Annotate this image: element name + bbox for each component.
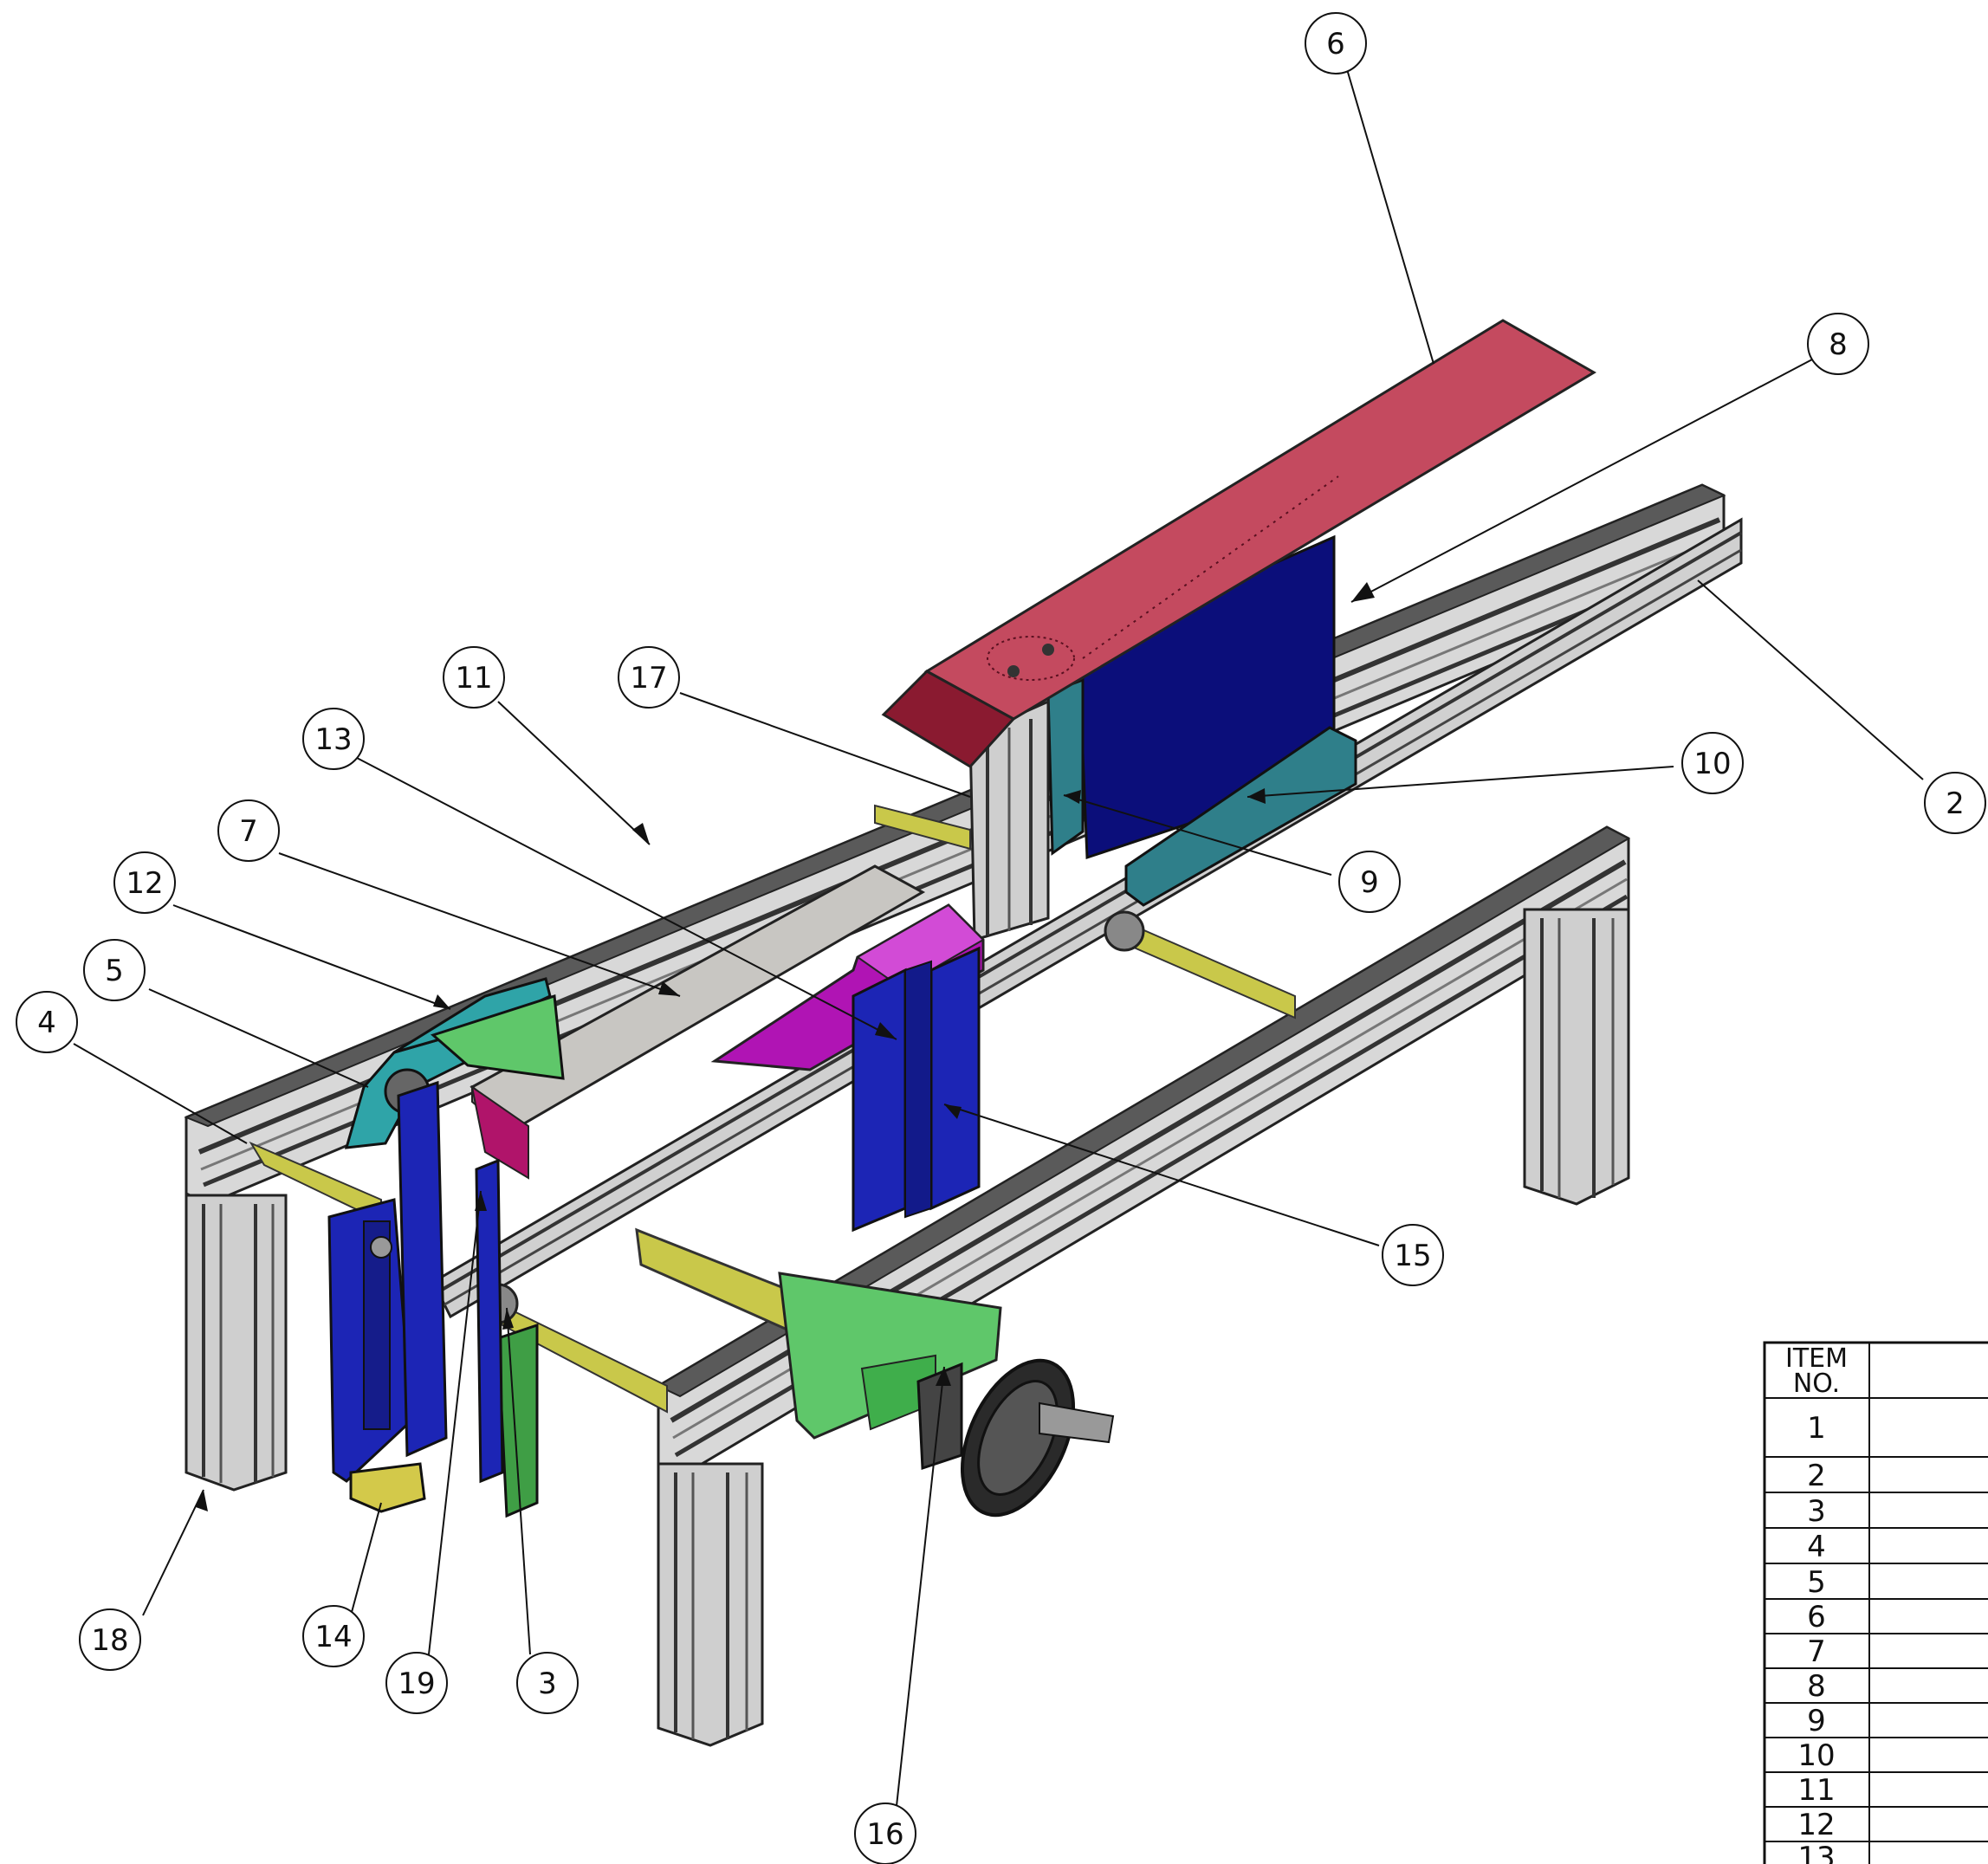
svg-text:5: 5	[105, 954, 124, 988]
vertical-bracket	[496, 1323, 539, 1518]
balloon-9: 9	[1338, 851, 1401, 913]
svg-text:16: 16	[866, 1817, 903, 1852]
bom-item-number: 4	[1807, 1530, 1826, 1564]
bom-header-no: NO.	[1793, 1369, 1840, 1399]
balloon-16: 16	[854, 1803, 916, 1864]
balloon-12: 12	[113, 851, 176, 914]
balloon-15: 15	[1382, 1224, 1444, 1286]
bom-header-item: ITEM	[1785, 1343, 1848, 1374]
bom-item-number: 2	[1807, 1459, 1826, 1493]
svg-text:7: 7	[239, 814, 258, 849]
bom-table: ITEM NO. 1 2 3 4 5 6 7 8 9 10 11 12 13	[1763, 1341, 1988, 1864]
magenta-block	[470, 903, 985, 1180]
clamp-lever	[344, 977, 565, 1149]
svg-text:15: 15	[1394, 1239, 1431, 1273]
balloon-18: 18	[79, 1608, 141, 1671]
balloon-17: 17	[618, 646, 680, 709]
bom-item-number: 8	[1807, 1669, 1826, 1704]
bom-item-number: 12	[1797, 1808, 1835, 1842]
svg-text:13: 13	[314, 722, 352, 757]
leader-arrowheads	[196, 582, 1375, 1511]
cover-plate	[881, 319, 1596, 768]
bom-item-number: 10	[1797, 1738, 1835, 1773]
balloon-3: 3	[516, 1652, 579, 1714]
svg-text:12: 12	[126, 866, 163, 901]
svg-text:8: 8	[1829, 327, 1848, 362]
svg-text:11: 11	[455, 661, 492, 696]
bom-item-number: 5	[1807, 1565, 1826, 1600]
svg-text:6: 6	[1326, 27, 1345, 61]
balloon-14: 14	[302, 1605, 365, 1667]
balloon-19: 19	[385, 1652, 448, 1714]
balloon-5: 5	[83, 939, 146, 1001]
svg-text:18: 18	[91, 1623, 128, 1658]
balloon-7: 7	[217, 799, 280, 862]
balloon-10: 10	[1681, 732, 1744, 794]
svg-text:19: 19	[398, 1667, 435, 1701]
svg-text:3: 3	[538, 1667, 557, 1701]
bom-item-number: 7	[1807, 1634, 1826, 1669]
svg-text:10: 10	[1693, 747, 1731, 781]
bom-item-number: 1	[1807, 1411, 1826, 1446]
balloon-11: 11	[443, 646, 505, 709]
mount-plate	[1046, 534, 1357, 907]
svg-text:17: 17	[630, 661, 667, 696]
balloon-13: 13	[302, 708, 365, 770]
bom-item-number: 9	[1807, 1704, 1826, 1738]
svg-text:2: 2	[1946, 786, 1965, 821]
handwheel	[916, 1358, 1115, 1518]
back-left-leg	[185, 1194, 288, 1492]
svg-text:14: 14	[314, 1620, 352, 1654]
balloon-6: 6	[1305, 12, 1367, 74]
bom-item-number: 13	[1797, 1841, 1835, 1864]
svg-text:4: 4	[37, 1006, 56, 1040]
front-right-leg	[1523, 908, 1630, 1206]
blue-actuators	[852, 946, 981, 1233]
bom-item-number: 11	[1797, 1773, 1835, 1808]
balloon-8: 8	[1807, 313, 1869, 375]
balloon-4: 4	[16, 991, 78, 1053]
drive-bracket	[778, 1272, 1002, 1440]
svg-text:9: 9	[1360, 865, 1379, 900]
pneumatic-cylinder	[327, 1080, 504, 1513]
leader-lines	[73, 68, 1924, 1807]
bom-item-number: 6	[1807, 1600, 1826, 1634]
bom-item-number: 3	[1807, 1494, 1826, 1529]
balloon-2: 2	[1924, 772, 1986, 834]
front-left-leg	[657, 1462, 764, 1747]
